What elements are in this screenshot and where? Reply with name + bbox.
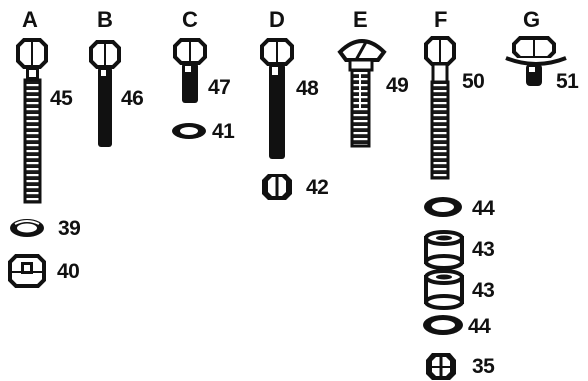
bolt-b xyxy=(89,40,121,147)
column-label-g: G xyxy=(523,7,540,32)
washer-44-bottom xyxy=(423,315,463,335)
bolt-c xyxy=(173,38,207,103)
column-label-e: E xyxy=(353,7,368,32)
part-number-39: 39 xyxy=(58,217,81,240)
bolt-a xyxy=(16,38,48,204)
spacer-43-top xyxy=(424,230,464,270)
part-number-44-bottom: 44 xyxy=(468,315,491,338)
column-label-f: F xyxy=(434,7,447,32)
spacer-43-bottom xyxy=(424,269,464,310)
washer-39 xyxy=(10,219,44,237)
bolt-f xyxy=(424,36,456,180)
part-number-35: 35 xyxy=(472,355,495,378)
washer-41 xyxy=(172,123,206,139)
part-number-48: 48 xyxy=(296,77,319,100)
washer-44-top xyxy=(424,197,462,217)
part-number-43-top: 43 xyxy=(472,238,495,261)
bolt-g xyxy=(505,36,567,86)
column-label-b: B xyxy=(97,7,113,32)
nut-42 xyxy=(262,174,292,200)
part-number-43-bottom: 43 xyxy=(472,279,495,302)
part-number-42: 42 xyxy=(306,176,329,199)
nut-35 xyxy=(426,353,456,380)
part-number-44-top: 44 xyxy=(472,197,495,220)
part-number-49: 49 xyxy=(386,74,409,97)
part-number-51: 51 xyxy=(556,70,579,93)
part-number-45: 45 xyxy=(50,87,73,110)
bolt-d xyxy=(260,38,294,159)
column-label-a: A xyxy=(22,7,38,32)
part-number-40: 40 xyxy=(57,260,80,283)
part-number-41: 41 xyxy=(212,120,235,143)
column-label-c: C xyxy=(182,7,198,32)
bolt-e xyxy=(337,39,387,148)
column-label-d: D xyxy=(269,7,285,32)
part-number-47: 47 xyxy=(208,76,231,99)
part-number-50: 50 xyxy=(462,70,485,93)
nut-40 xyxy=(8,254,46,288)
part-number-46: 46 xyxy=(121,87,144,110)
